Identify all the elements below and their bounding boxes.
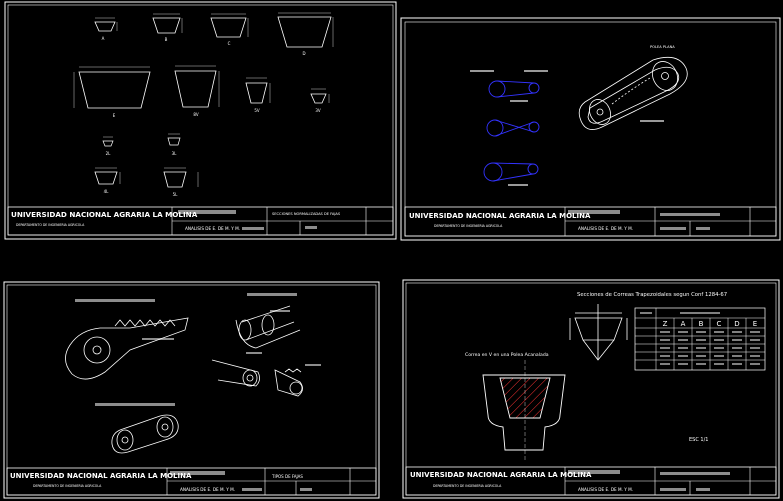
profile-e: E xyxy=(78,71,151,118)
subject-title: ANALISIS DE E. DE M. Y M. xyxy=(180,487,235,492)
title-block-sheet1: UNIVERSIDAD NACIONAL AGRARIA LA MOLINA D… xyxy=(7,206,394,236)
sheet-belt-types: UNIVERSIDAD NACIONAL AGRARIA LA MOLINA D… xyxy=(3,281,380,499)
title-block-sheet3: UNIVERSIDAD NACIONAL AGRARIA LA MOLINA D… xyxy=(6,467,377,496)
profile-4l: 4L xyxy=(94,171,118,194)
belt-drive-crossed xyxy=(486,119,540,137)
table-header-b: B xyxy=(699,320,704,328)
section-detail xyxy=(569,304,628,361)
table-title: Secciones de Correas Trapezoidales segun… xyxy=(577,292,727,298)
table-header-a: A xyxy=(681,320,686,328)
v-belt-drive-1 xyxy=(235,305,301,349)
sheet-trapezoidal-sections: Secciones de Correas Trapezoidales segun… xyxy=(402,279,780,499)
svg-text:B: B xyxy=(165,37,168,42)
department-title: DEPARTAMENTO DE INGENIERIA AGRICOLA xyxy=(433,484,502,488)
title-block-sheet2: UNIVERSIDAD NACIONAL AGRARIA LA MOLINA D… xyxy=(404,206,777,237)
profile-b: B xyxy=(152,17,181,42)
sheet-belt-sections: A B C D E 8V 5V 3V xyxy=(4,1,397,240)
svg-text:C: C xyxy=(228,41,231,46)
subject-title: ANALISIS DE E. DE M. Y M. xyxy=(578,226,633,231)
pulley-caption: Correa en V en una Polea Acanalada xyxy=(465,352,549,358)
university-title: UNIVERSIDAD NACIONAL AGRARIA LA MOLINA xyxy=(409,212,591,220)
svg-text:D: D xyxy=(302,51,305,56)
svg-text:5V: 5V xyxy=(254,108,260,113)
table-header-z: Z xyxy=(663,320,668,328)
svg-text:8V: 8V xyxy=(193,112,199,117)
dimension-lines xyxy=(73,12,334,187)
profile-d: D xyxy=(277,16,332,56)
profile-2l: 2L xyxy=(102,140,114,156)
scale-label: ESC 1/1 xyxy=(689,437,708,443)
subject-title: ANALISIS DE E. DE M. Y M. xyxy=(185,226,240,231)
v-belt-drive-3 xyxy=(274,368,303,397)
svg-text:3V: 3V xyxy=(315,108,321,113)
svg-text:3L: 3L xyxy=(172,151,178,156)
university-title: UNIVERSIDAD NACIONAL AGRARIA LA MOLINA xyxy=(10,472,192,480)
profile-3v: 3V xyxy=(310,93,327,113)
university-title: UNIVERSIDAD NACIONAL AGRARIA LA MOLINA xyxy=(11,210,198,219)
svg-text:2L: 2L xyxy=(106,151,112,156)
v-belt-drive-2 xyxy=(211,359,260,387)
department-title: DEPARTAMENTO DE INGENIERIA AGRICOLA xyxy=(33,484,102,488)
profile-c: C xyxy=(210,17,247,46)
svg-text:5L: 5L xyxy=(173,192,179,197)
sheet-flat-pulleys: POLEA PLANA UNIVERSIDAD NACIONAL AGRARIA… xyxy=(400,17,781,241)
table-header-d: D xyxy=(734,320,739,328)
drawing-title: TIPOS DE FAJAS xyxy=(271,474,303,479)
profile-5l: 5L xyxy=(163,171,187,197)
svg-text:4L: 4L xyxy=(104,189,110,194)
belt-drive-open xyxy=(488,80,540,98)
flat-pulley-3d xyxy=(578,56,688,130)
profile-a: A xyxy=(94,21,116,41)
svg-text:E: E xyxy=(113,113,116,118)
belt-drive-angled xyxy=(483,162,539,182)
table-header-c: C xyxy=(717,320,722,328)
profile-8v: 8V xyxy=(174,70,217,117)
department-title: DEPARTAMENTO DE INGENIERIA AGRICOLA xyxy=(16,223,85,227)
grooved-pulley xyxy=(482,360,566,460)
profile-5v: 5V xyxy=(245,82,268,113)
drawing-title: SECCIONES NORMALIZADAS DE FAJAS xyxy=(272,212,341,216)
svg-text:A: A xyxy=(102,36,105,41)
label-polea-plana: POLEA PLANA xyxy=(650,45,675,49)
subject-title: ANALISIS DE E. DE M. Y M. xyxy=(578,487,633,492)
table-header-e: E xyxy=(753,320,757,328)
department-title: DEPARTAMENTO DE INGENIERIA AGRICOLA xyxy=(434,224,503,228)
chain-drive xyxy=(111,414,179,454)
sections-table: Z A B C D E xyxy=(634,307,766,371)
timing-belt-pulley xyxy=(65,317,189,380)
title-block-sheet4: UNIVERSIDAD NACIONAL AGRARIA LA MOLINA D… xyxy=(405,466,777,496)
university-title: UNIVERSIDAD NACIONAL AGRARIA LA MOLINA xyxy=(410,471,592,479)
profile-3l: 3L xyxy=(167,137,181,156)
